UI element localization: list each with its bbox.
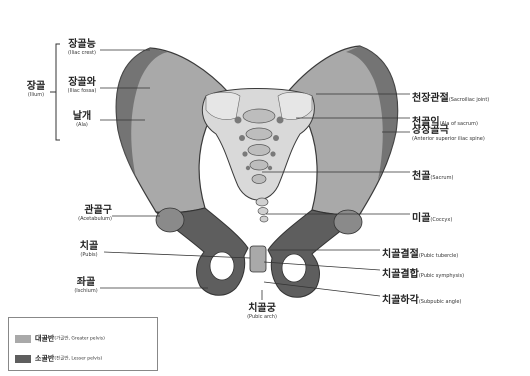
pubic-tubercle-ko: 치골결절 [382,249,419,260]
asis-en: (Anterior superior iliac spine) [412,137,485,142]
greater-pelvis-en: (가골반, Greater pelvis) [54,337,105,342]
sacroiliac-joint-en: (Sacroiliac joint) [449,97,489,103]
left-acetabulum [156,208,184,232]
pubic-symphysis-shape [250,246,266,272]
pubic-arch-en: (Pubic arch) [236,315,288,320]
iliac-fossa-ko: 장골와 [64,78,100,88]
ilium-bracket [50,44,60,140]
ala-ko: 날개 [64,112,100,122]
label-ischium: 좌골 (Ischium) [70,278,102,294]
ilium-en: (Ilium) [22,93,50,98]
legend-lesser-pelvis: 소골반(진골반, Lesser pelvis) [15,348,102,358]
lesser-pelvis-swatch [15,355,31,363]
pubis-ko: 치골 [74,242,104,252]
subpubic-angle-en: (Subpubic angle) [419,299,462,305]
iliac-crest-ko: 장골능 [64,40,100,50]
greater-pelvis-swatch [15,335,31,343]
coccyx-shape [256,198,268,222]
pubic-symphysis-en: (Pubic symphysis) [419,273,464,279]
label-acetabulum: 관골구 (Acetabulum) [56,206,112,222]
label-pubic-tubercle: 치골결절(Pubic tubercle) [382,244,458,260]
ala-en: (Ala) [64,123,100,128]
iliac-fossa-en: (Iliac fossa) [64,89,100,94]
greater-pelvis-ko: 대골반 [35,335,54,343]
pubis-en: (Pubis) [74,253,104,258]
label-asis: 상장골극 (Anterior superior iliac spine) [412,126,485,142]
coccyx-ko: 미골 [412,213,430,224]
legend-greater-pelvis: 대골반(가골반, Greater pelvis) [15,328,105,338]
label-pubic-symphysis: 치골결합(Pubic symphysis) [382,264,464,280]
label-sacrum: 천골(Sacrum) [412,166,453,182]
ischium-ko: 좌골 [70,278,102,288]
label-subpubic-angle: 치골하각(Subpubic angle) [382,290,461,306]
label-iliac-fossa: 장골와 (Iliac fossa) [64,78,100,94]
pubic-arch-ko: 치골궁 [236,304,288,314]
ischium-en: (Ischium) [70,289,102,294]
subpubic-angle-ko: 치골하각 [382,295,419,306]
acetabulum-en: (Acetabulum) [56,217,112,222]
label-pubis: 치골 (Pubis) [74,242,104,258]
label-iliac-crest: 장골능 (Iliac crest) [64,40,100,56]
label-coccyx: 미골(Coccyx) [412,208,452,224]
iliac-crest-en: (Iliac crest) [64,51,100,56]
sacrum-en: (Sacrum) [430,175,453,181]
sacrum-ko: 천골 [412,171,430,182]
asis-ko: 상장골극 [412,126,485,136]
ilium-ko: 장골 [22,82,50,92]
label-pubic-arch: 치골궁 (Pubic arch) [236,304,288,320]
lesser-pelvis-ko: 소골반 [35,355,54,363]
right-obturator-foramen [282,254,306,282]
label-ilium-group: 장골 (Ilium) [22,82,50,98]
coccyx-en: (Coccyx) [430,217,452,223]
acetabulum-ko: 관골구 [56,206,112,216]
lesser-pelvis-en: (진골반, Lesser pelvis) [54,357,102,362]
sacroiliac-joint-ko: 천장관절 [412,93,449,104]
legend: 대골반(가골반, Greater pelvis) 소골반(진골반, Lesser… [8,317,158,371]
pubic-tubercle-en: (Pubic tubercle) [419,253,458,259]
pubic-symphysis-ko: 치골결합 [382,269,419,280]
label-ala: 날개 (Ala) [64,112,100,128]
label-sacroiliac-joint: 천장관절(Sacroiliac joint) [412,88,489,104]
